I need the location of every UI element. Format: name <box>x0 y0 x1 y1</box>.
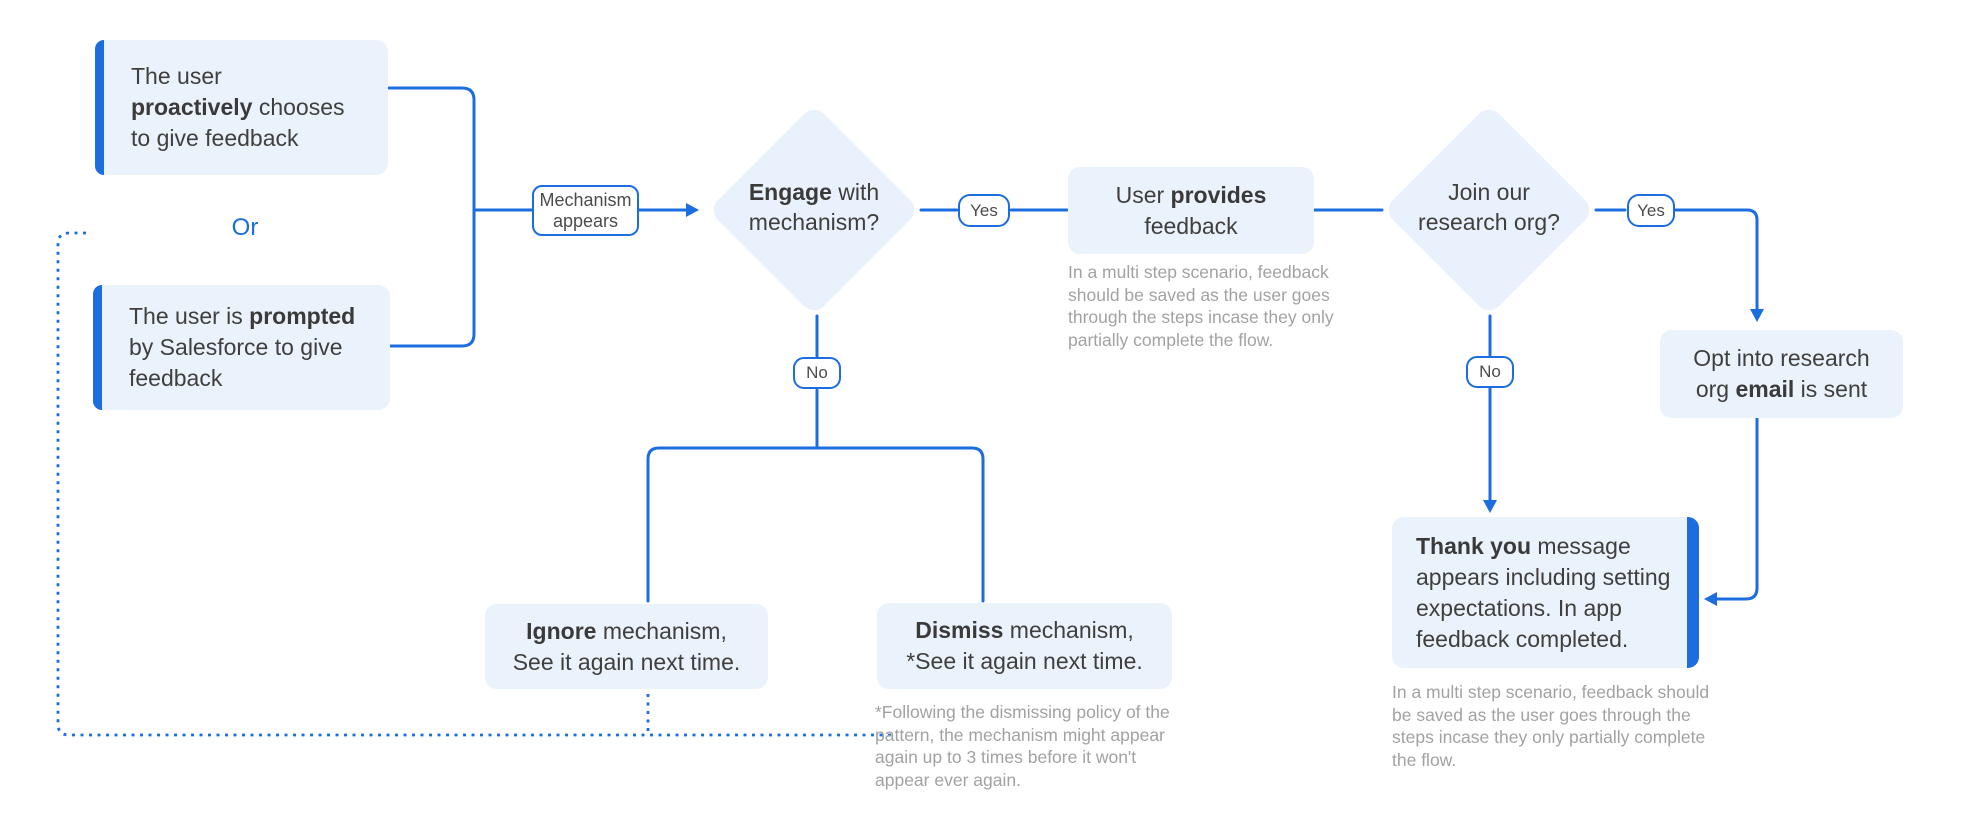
connector-proactive-merge <box>386 86 476 212</box>
note-thank-multistep: In a multi step scenario, feedback shoul… <box>1392 682 1710 770</box>
connector-dotted-return-loop <box>56 231 893 737</box>
arrowhead-opt-email <box>1750 309 1764 322</box>
arrowhead-engage <box>686 203 699 217</box>
node-ignore-mechanism: Ignore mechanism,See it again next time. <box>485 604 768 689</box>
pill-join-yes: Yes <box>1627 194 1675 227</box>
accent-bar-left <box>93 285 102 410</box>
connector-prompted-merge <box>388 208 476 348</box>
arrowhead-thank-right <box>1704 592 1717 606</box>
accent-bar-right <box>1687 517 1699 668</box>
accent-bar-left <box>95 40 104 175</box>
or-label: Or <box>231 214 259 241</box>
connector-opt-email-to-thank <box>1715 416 1759 601</box>
connector-yes-to-opt-email <box>1673 208 1759 311</box>
arrowhead-thank-top <box>1483 500 1497 513</box>
pill-engage-no: No <box>793 357 841 389</box>
connector-split-ignore-dismiss <box>646 446 985 603</box>
pill-engage-yes: Yes <box>958 194 1010 227</box>
pill-join-no: No <box>1466 356 1514 388</box>
node-ignore-mechanism-text: Ignore mechanism,See it again next time. <box>512 617 741 675</box>
node-dismiss-mechanism: Dismiss mechanism,*See it again next tim… <box>877 603 1172 689</box>
node-dismiss-mechanism-text: Dismiss mechanism,*See it again next tim… <box>906 617 1143 674</box>
